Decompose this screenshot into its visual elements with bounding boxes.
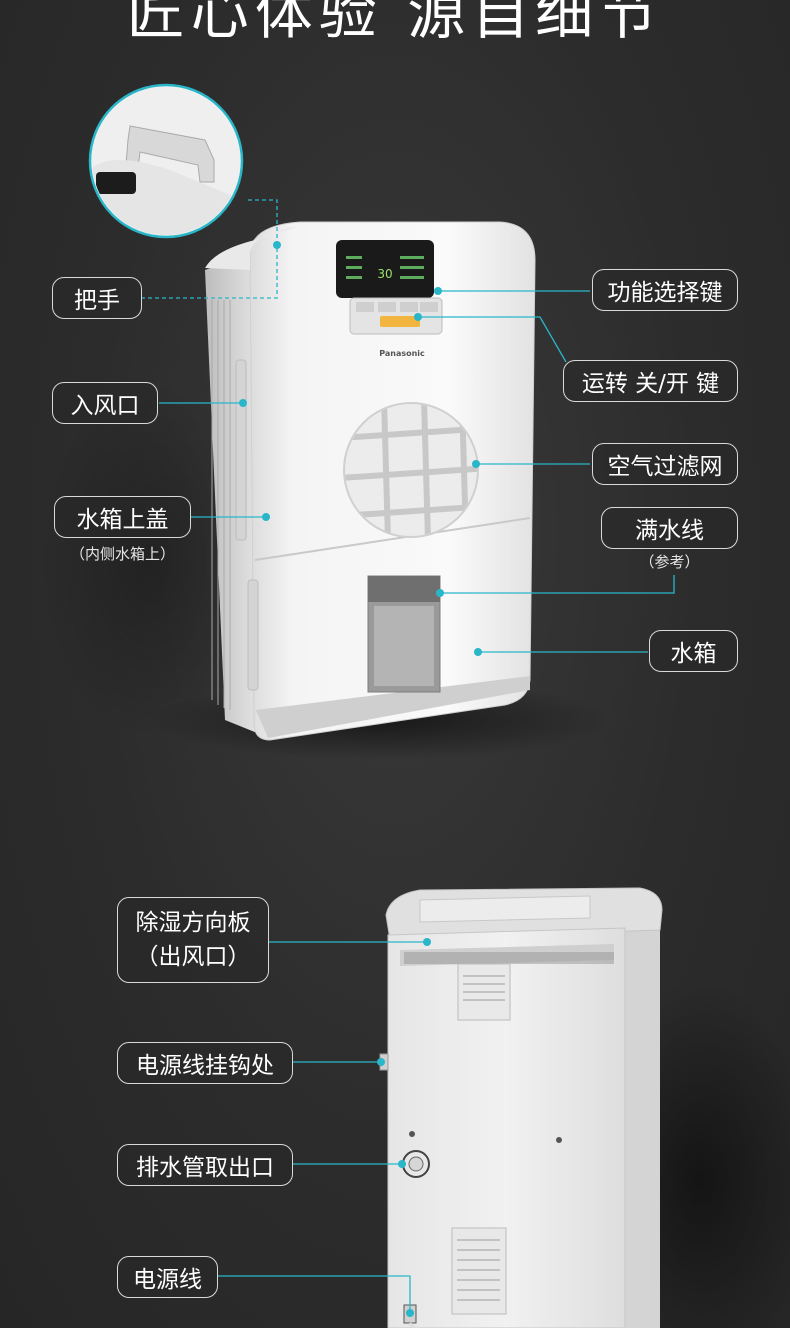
label-cord-hook-text: 电源线挂钩处 <box>136 1053 274 1079</box>
dehumidifier-front-image: 30 Panasonic <box>40 83 610 760</box>
label-function-key-text: 功能选择键 <box>607 280 723 306</box>
drain-outlet-dot <box>398 1160 406 1168</box>
label-air-inlet: 入风口 <box>52 382 158 424</box>
cover-dot <box>262 513 270 521</box>
label-run-key: 运转 关/开 键 <box>563 360 738 402</box>
label-water-line: 满水线 <box>601 507 738 549</box>
display-value: 30 <box>377 267 392 281</box>
label-water-tank: 水箱 <box>649 630 738 672</box>
label-tank-cover-note: （内侧水箱上） <box>69 545 175 563</box>
label-function-key: 功能选择键 <box>592 269 738 311</box>
label-louver-line1: 除湿方向板 <box>135 910 251 936</box>
waterline-dot <box>436 589 444 597</box>
label-power-cord: 电源线 <box>117 1256 218 1298</box>
label-air-filter: 空气过滤网 <box>592 443 738 485</box>
label-air-filter-text: 空气过滤网 <box>607 454 723 480</box>
label-drain-outlet: 排水管取出口 <box>117 1144 293 1186</box>
function-key-dot <box>434 287 442 295</box>
label-air-inlet-text: 入风口 <box>70 393 140 419</box>
louver-dot <box>423 938 431 946</box>
run-key-dot <box>414 313 422 321</box>
front-leader-lines <box>141 199 675 653</box>
label-louver-line2: （出风口） <box>135 944 251 970</box>
tank-dot <box>474 648 482 656</box>
filter-dot <box>472 460 480 468</box>
label-water-tank-text: 水箱 <box>670 641 717 667</box>
label-power-cord-text: 电源线 <box>133 1267 202 1293</box>
label-handle: 把手 <box>52 277 142 319</box>
power-cord-dot <box>406 1309 414 1317</box>
brand-logo: Panasonic <box>379 349 425 358</box>
label-tank-cover-text: 水箱上盖 <box>76 507 169 533</box>
dehumidifier-back-image <box>379 887 790 1328</box>
inlet-dot <box>239 399 247 407</box>
label-tank-cover: 水箱上盖 <box>54 496 191 538</box>
page-title: 匠心体验 源自细节 <box>126 0 664 47</box>
label-water-line-note: （参考） <box>639 553 700 571</box>
label-run-key-text: 运转 关/开 键 <box>581 371 720 397</box>
label-water-line-text: 满水线 <box>635 518 704 544</box>
cord-hook-dot <box>377 1058 385 1066</box>
label-louver: 除湿方向板 （出风口） <box>117 897 269 983</box>
label-handle-text: 把手 <box>74 288 120 314</box>
label-drain-outlet-text: 排水管取出口 <box>136 1155 274 1181</box>
label-cord-hook: 电源线挂钩处 <box>117 1042 293 1084</box>
handle-dot <box>273 241 281 249</box>
